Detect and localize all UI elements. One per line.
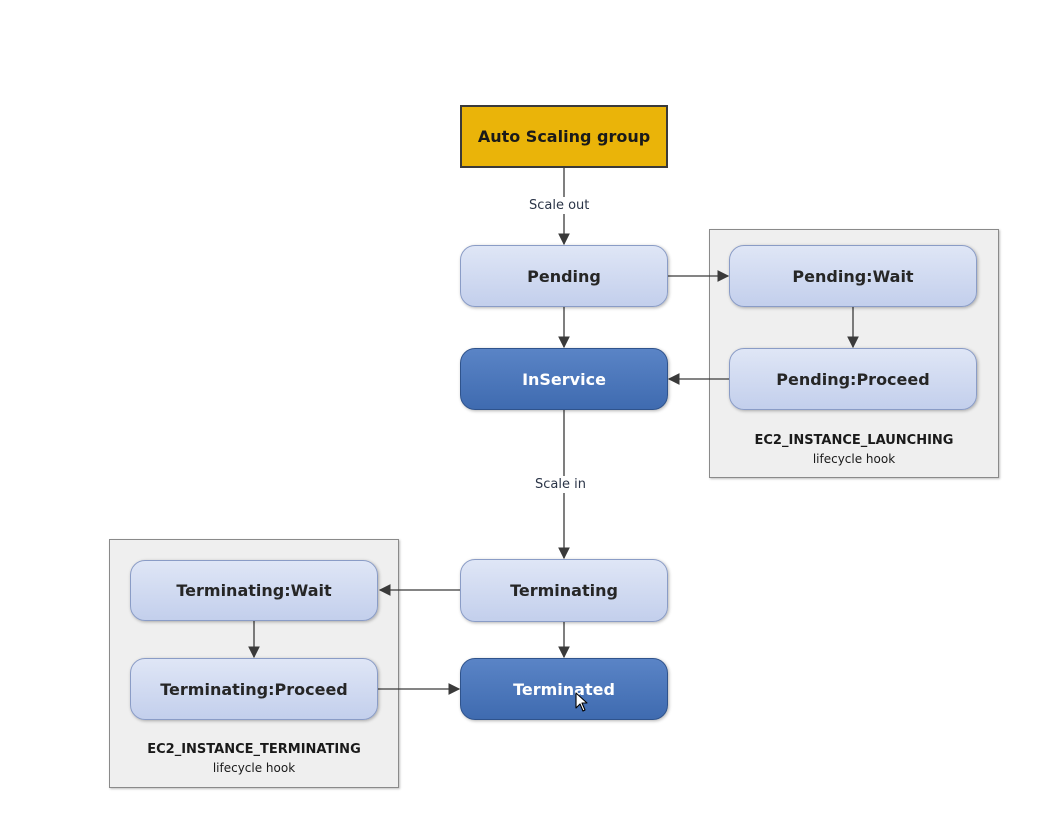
terminating-hook-subtitle: lifecycle hook — [212, 761, 296, 775]
pending-proceed-node: Pending:Proceed — [729, 348, 977, 410]
inservice-node: InService — [460, 348, 668, 410]
launching-hook-caption: EC2_INSTANCE_LAUNCHING lifecycle hook — [710, 431, 998, 469]
mouse-cursor-icon — [575, 692, 588, 712]
pending-node: Pending — [460, 245, 668, 307]
scale-in-label: Scale in — [532, 476, 589, 493]
terminating-node: Terminating — [460, 559, 668, 622]
pending-wait-node: Pending:Wait — [729, 245, 977, 307]
launching-hook-subtitle: lifecycle hook — [812, 452, 896, 466]
terminating-hook-title: EC2_INSTANCE_TERMINATING — [147, 742, 361, 757]
terminating-proceed-node: Terminating:Proceed — [130, 658, 378, 720]
launching-hook-title: EC2_INSTANCE_LAUNCHING — [754, 433, 954, 448]
auto-scaling-group-node: Auto Scaling group — [460, 105, 668, 168]
terminating-hook-caption: EC2_INSTANCE_TERMINATING lifecycle hook — [110, 740, 398, 778]
terminating-wait-node: Terminating:Wait — [130, 560, 378, 621]
terminated-node: Terminated — [460, 658, 668, 720]
scale-out-label: Scale out — [526, 197, 593, 214]
